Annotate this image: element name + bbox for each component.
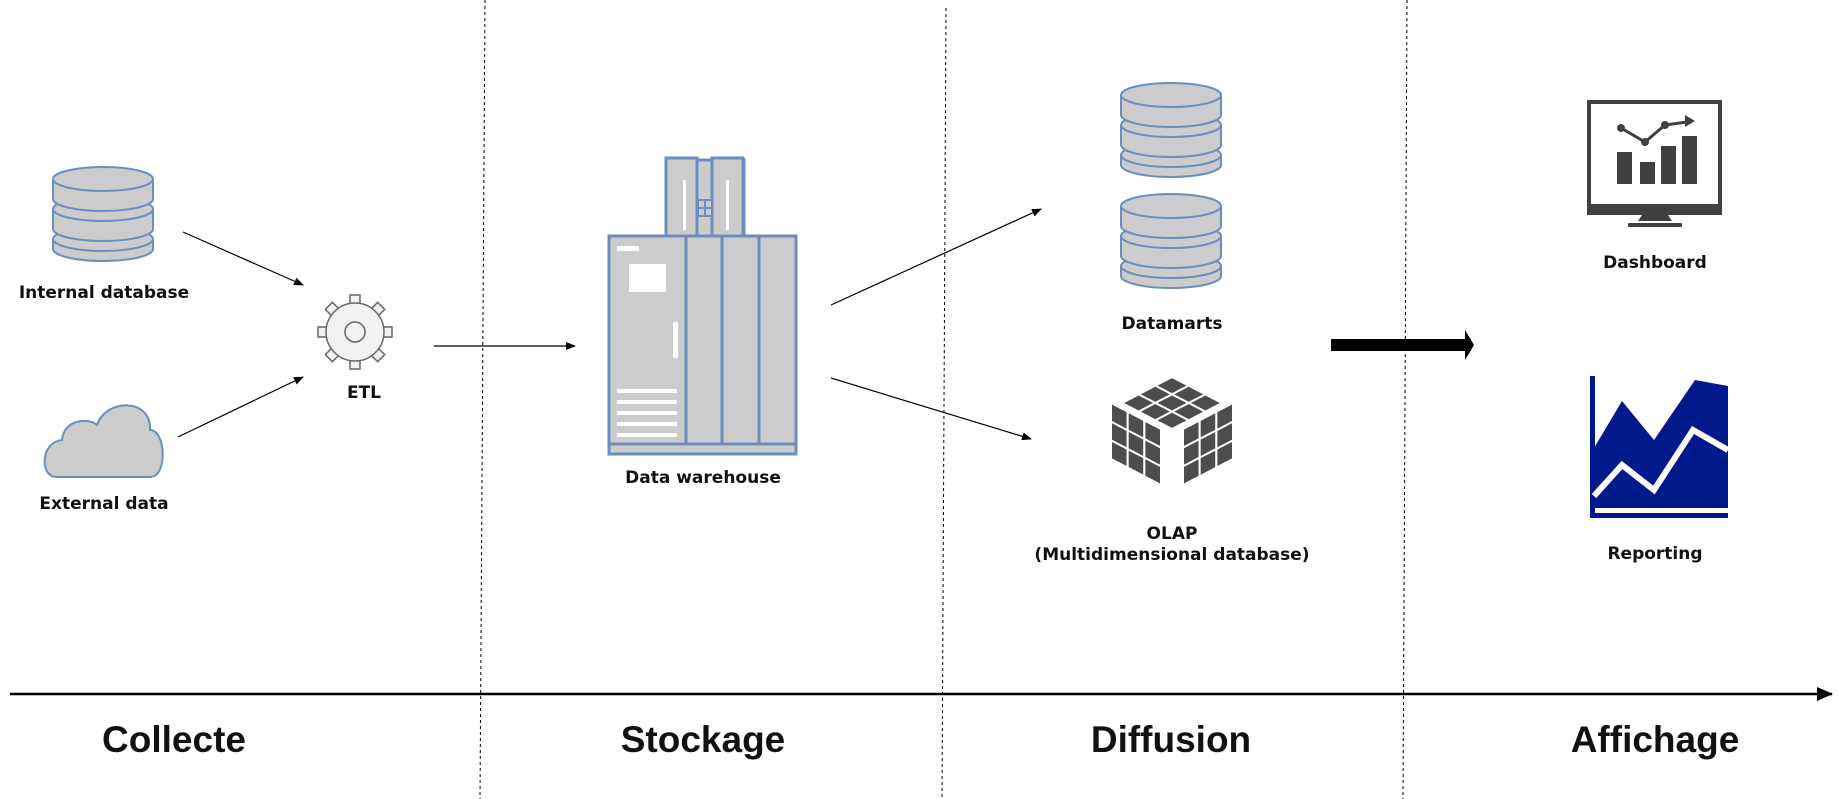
- dashboard-label: Dashboard: [1603, 253, 1707, 273]
- database-icon: [1120, 82, 1222, 178]
- phase-label-affichage: Affichage: [1571, 719, 1740, 760]
- flow-arrow: [177, 376, 304, 438]
- monitor-chart-icon: [1587, 100, 1722, 227]
- external-data-label: External data: [39, 494, 168, 514]
- reporting-label: Reporting: [1607, 544, 1702, 564]
- flow-arrow: [830, 377, 1032, 441]
- phase-separator: [479, 0, 486, 799]
- database-icon: [52, 166, 154, 262]
- area-chart-icon: [1590, 376, 1730, 518]
- big-arrow: [1331, 339, 1471, 351]
- phase-separator: [941, 7, 947, 799]
- phase-separator: [1402, 0, 1408, 799]
- phase-label-stockage: Stockage: [621, 719, 786, 760]
- phase-label-diffusion: Diffusion: [1091, 719, 1251, 760]
- olap-sublabel: (Multidimensional database): [1034, 545, 1309, 565]
- etl-label: ETL: [347, 383, 381, 403]
- cloud-icon: [43, 404, 164, 478]
- phase-label-collecte: Collecte: [102, 719, 246, 760]
- database-icon: [1120, 193, 1222, 289]
- flow-arrow: [830, 208, 1042, 306]
- server-rack-icon: [607, 156, 798, 456]
- data-warehouse-label: Data warehouse: [625, 468, 781, 488]
- gear-icon: [317, 294, 393, 370]
- cube-icon: [1110, 376, 1234, 486]
- datamarts-label: Datamarts: [1122, 314, 1223, 334]
- flow-arrow: [182, 231, 304, 286]
- olap-label: OLAP: [1147, 524, 1198, 544]
- arrow-triangle: [1465, 330, 1474, 360]
- internal-database-label: Internal database: [19, 283, 189, 303]
